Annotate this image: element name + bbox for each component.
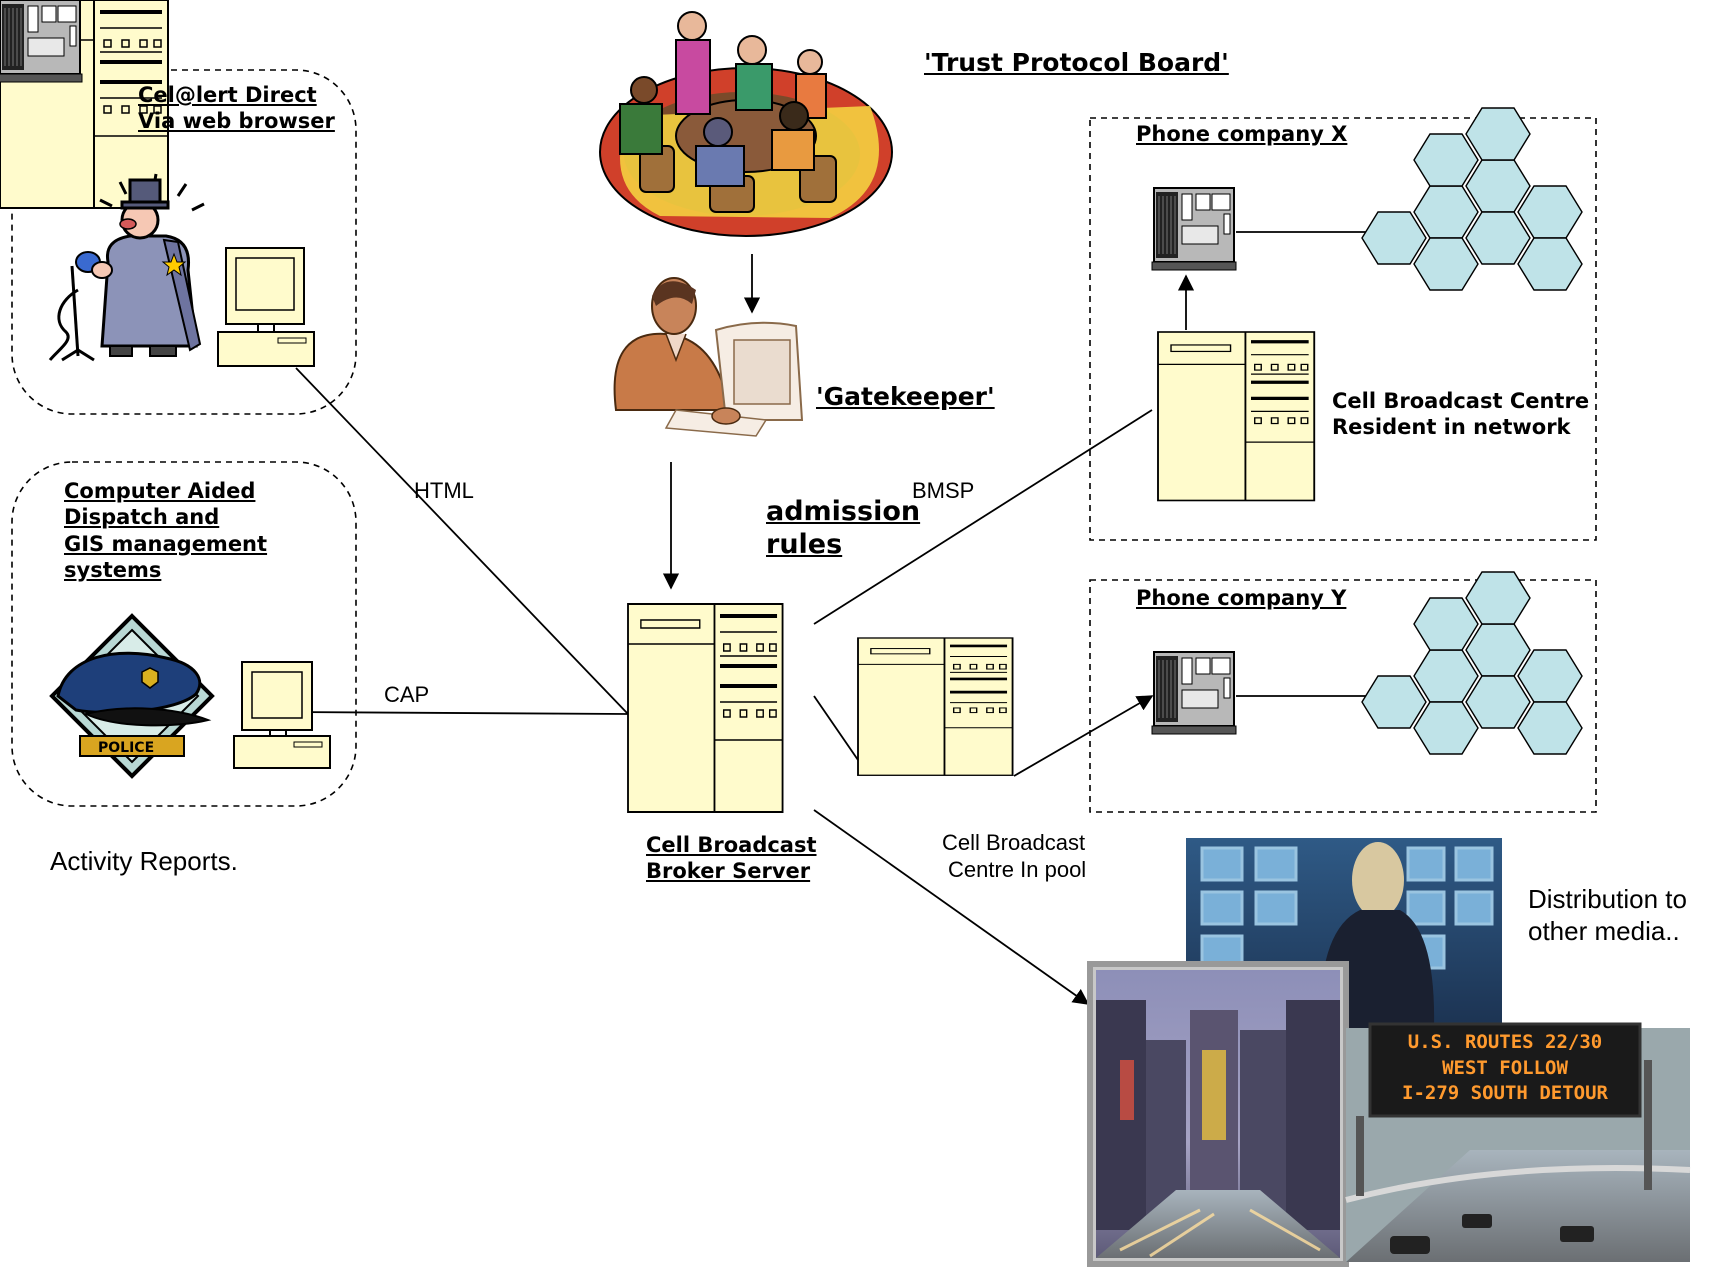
cbc-pool-line-2: Centre In pool [948, 856, 1087, 882]
people-meeting-icon [599, 11, 893, 237]
network-switch-icon [0, 0, 83, 83]
pool-to-phone-y-arrow [1013, 695, 1154, 777]
cad-systems-label: Computer Aided Dispatch and GIS manageme… [64, 478, 267, 583]
cbc-resident-label: Cell Broadcast Centre Resident in networ… [1332, 388, 1589, 441]
cad-line-2: Dispatch and [64, 505, 220, 530]
celert-direct-line-1: Cel@lert Direct [138, 83, 317, 107]
phone-company-x-box [1089, 117, 1597, 541]
resident-cbc-server-icon [1156, 330, 1317, 503]
announcer-microphone-icon [48, 173, 205, 362]
distribution-line-1: Distribution to [1528, 884, 1687, 914]
broker-to-media-arrow [813, 809, 1090, 1005]
hexagon-cell-network-icon [1361, 107, 1583, 291]
phone-y-cells-icon [1361, 571, 1583, 755]
sign-line-1: U.S. ROUTES 22/30 [1407, 1031, 1603, 1053]
web-browser-computer-icon [217, 247, 315, 367]
activity-reports-label: Activity Reports. [50, 846, 238, 876]
admission-rules-label: admission rules [766, 496, 920, 562]
dispatch-computer-icon [233, 661, 331, 769]
phone-y-switch-icon [1151, 651, 1237, 735]
cad-box [11, 461, 357, 807]
phone-company-x-label: Phone company X [1136, 122, 1348, 146]
person-at-computer-icon [613, 277, 804, 437]
celert-direct-label: Cel@lert Direct Via web browser [138, 82, 335, 135]
html-connection [295, 367, 629, 715]
gatekeeper-label: 'Gatekeeper' [816, 382, 995, 411]
admission-rules-line-1: admission [766, 496, 921, 527]
cbc-pool-line-1: Cell Broadcast [942, 830, 1086, 855]
police-badge-text: POLICE [98, 740, 155, 756]
highway-sign-photo [1345, 1022, 1691, 1262]
bmsp-connection [813, 409, 1153, 625]
cad-line-3: GIS management [64, 531, 268, 556]
celert-direct-line-2: Via web browser [138, 109, 335, 134]
broker-to-pool-connection [813, 695, 859, 761]
broker-server-label: Cell Broadcast Broker Server [646, 832, 817, 885]
trust-protocol-board-label: 'Trust Protocol Board' [924, 48, 1229, 77]
html-protocol-label: HTML [414, 478, 474, 503]
phone-company-y-box [1089, 579, 1597, 813]
cbc-pool-label: Cell Broadcast Centre In pool [942, 830, 1086, 884]
broker-server-line-2: Broker Server [646, 859, 811, 884]
broker-server-line-1: Cell Broadcast [646, 833, 817, 857]
broker-server-icon [626, 602, 785, 814]
cap-connection [289, 711, 629, 715]
sign-line-3: I-279 SOUTH DETOUR [1402, 1082, 1608, 1105]
phone-company-y-label: Phone company Y [1136, 586, 1347, 610]
admission-rules-line-2: rules [766, 528, 843, 560]
cbc-resident-line-2: Resident in network [1332, 415, 1571, 440]
distribution-label: Distribution to other media.. [1528, 884, 1687, 947]
sign-line-2: WEST FOLLOW [1442, 1056, 1568, 1079]
cad-line-4: systems [64, 557, 162, 582]
police-cap-badge-icon [49, 613, 215, 779]
bmsp-protocol-label: BMSP [912, 478, 975, 503]
city-street-photo [1087, 961, 1349, 1267]
celert-direct-box [11, 69, 357, 415]
cap-protocol-label: CAP [384, 682, 430, 707]
phone-x-switch-icon [1151, 187, 1237, 271]
cbc-resident-line-1: Cell Broadcast Centre [1332, 389, 1590, 413]
highway-sign-text: U.S. ROUTES 22/30 WEST FOLLOW I-279 SOUT… [1376, 1030, 1634, 1107]
pool-cbc-server-icon [856, 636, 1015, 778]
media-collage [1087, 838, 1691, 1267]
distribution-line-2: other media.. [1528, 915, 1680, 946]
cad-line-1: Computer Aided [64, 479, 256, 503]
